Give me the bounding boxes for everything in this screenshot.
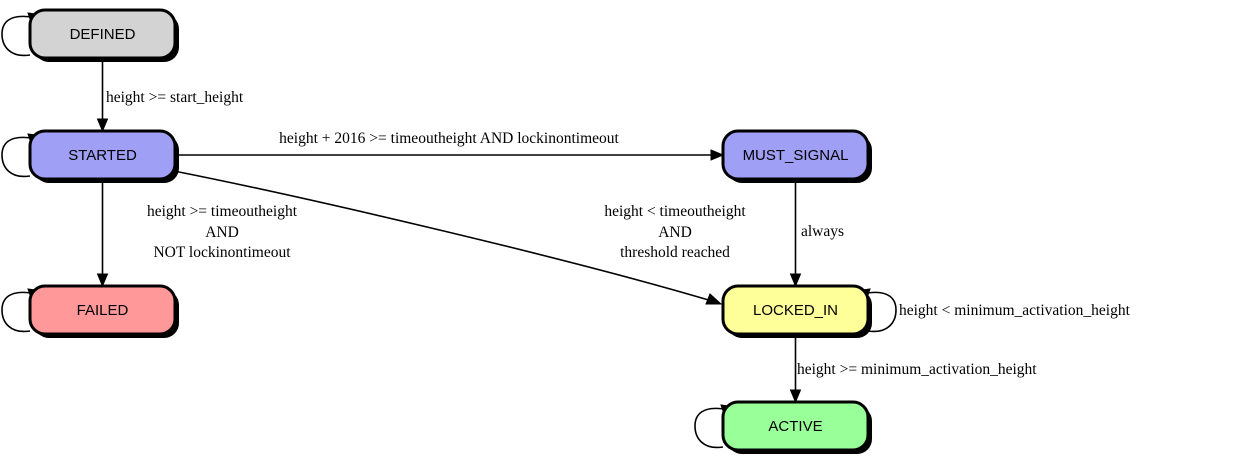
edge-label-line-1: height < timeoutheight [604, 203, 746, 220]
edge-must-signal-to-locked-in[interactable] [789, 180, 802, 288]
edge-labels-layer: height >= start_height height + 2016 >= … [106, 89, 1131, 378]
node-label: MUST_SIGNAL [743, 147, 849, 164]
state-node-must-signal[interactable]: MUST_SIGNAL [721, 129, 872, 183]
edge-label-started-to-locked-in: height < timeoutheight AND threshold rea… [604, 203, 746, 261]
edge-label-line-2: AND [658, 224, 692, 241]
arrowhead-icon [710, 149, 725, 161]
node-label: FAILED [77, 302, 129, 319]
self-loop-arc [1, 136, 37, 178]
edges-layer [1, 12, 897, 449]
edge-label-defined-to-started: height >= start_height [106, 89, 244, 106]
node-rect [28, 8, 177, 60]
node-rect [28, 129, 177, 181]
self-loop-arc [861, 291, 897, 333]
nodes-layer: DEFINED STARTED FAILED MUST_SIGNAL [28, 8, 872, 454]
edge-label-line-1: height >= timeoutheight [147, 203, 298, 220]
node-rect [721, 284, 870, 336]
edge-defined-to-started[interactable] [96, 59, 109, 133]
state-node-defined[interactable]: DEFINED [28, 8, 179, 62]
node-rect [28, 284, 177, 336]
node-label: STARTED [68, 147, 137, 164]
edge-label-line-3: threshold reached [620, 244, 730, 261]
edge-label-started-to-failed: height >= timeoutheight AND NOT lockinon… [147, 203, 298, 261]
edge-label-locked-in-self: height < minimum_activation_height [899, 302, 1131, 319]
arrowhead-icon [789, 389, 802, 404]
self-loop-arc [694, 407, 730, 449]
arrowhead-icon [96, 273, 109, 288]
edge-locked-in-to-active[interactable] [789, 335, 802, 404]
node-label: ACTIVE [768, 418, 822, 435]
node-rect [721, 400, 870, 452]
state-node-started[interactable]: STARTED [28, 129, 179, 183]
self-loop-arc [1, 15, 37, 57]
state-node-locked-in[interactable]: LOCKED_IN [721, 284, 872, 338]
edge-label-started-to-must-signal: height + 2016 >= timeoutheight AND locki… [279, 130, 619, 147]
node-label: LOCKED_IN [753, 302, 838, 319]
edge-line [173, 170, 713, 302]
arrowhead-icon [96, 118, 109, 133]
edge-started-to-must-signal[interactable] [176, 149, 725, 161]
edge-label-must-signal-to-locked-in: always [801, 223, 844, 240]
node-label: DEFINED [70, 26, 136, 43]
self-loop-arc [1, 291, 37, 333]
edge-label-line-3: NOT lockinontimeout [153, 244, 291, 261]
edge-started-to-locked-in[interactable] [173, 170, 723, 305]
edge-label-locked-in-to-active: height >= minimum_activation_height [797, 361, 1037, 378]
node-rect [721, 129, 870, 181]
arrowhead-icon [705, 293, 723, 305]
edge-started-to-failed[interactable] [96, 180, 109, 288]
arrowhead-icon [789, 273, 802, 288]
edge-label-line-2: AND [205, 224, 239, 241]
state-node-active[interactable]: ACTIVE [721, 400, 872, 454]
state-node-failed[interactable]: FAILED [28, 284, 179, 338]
